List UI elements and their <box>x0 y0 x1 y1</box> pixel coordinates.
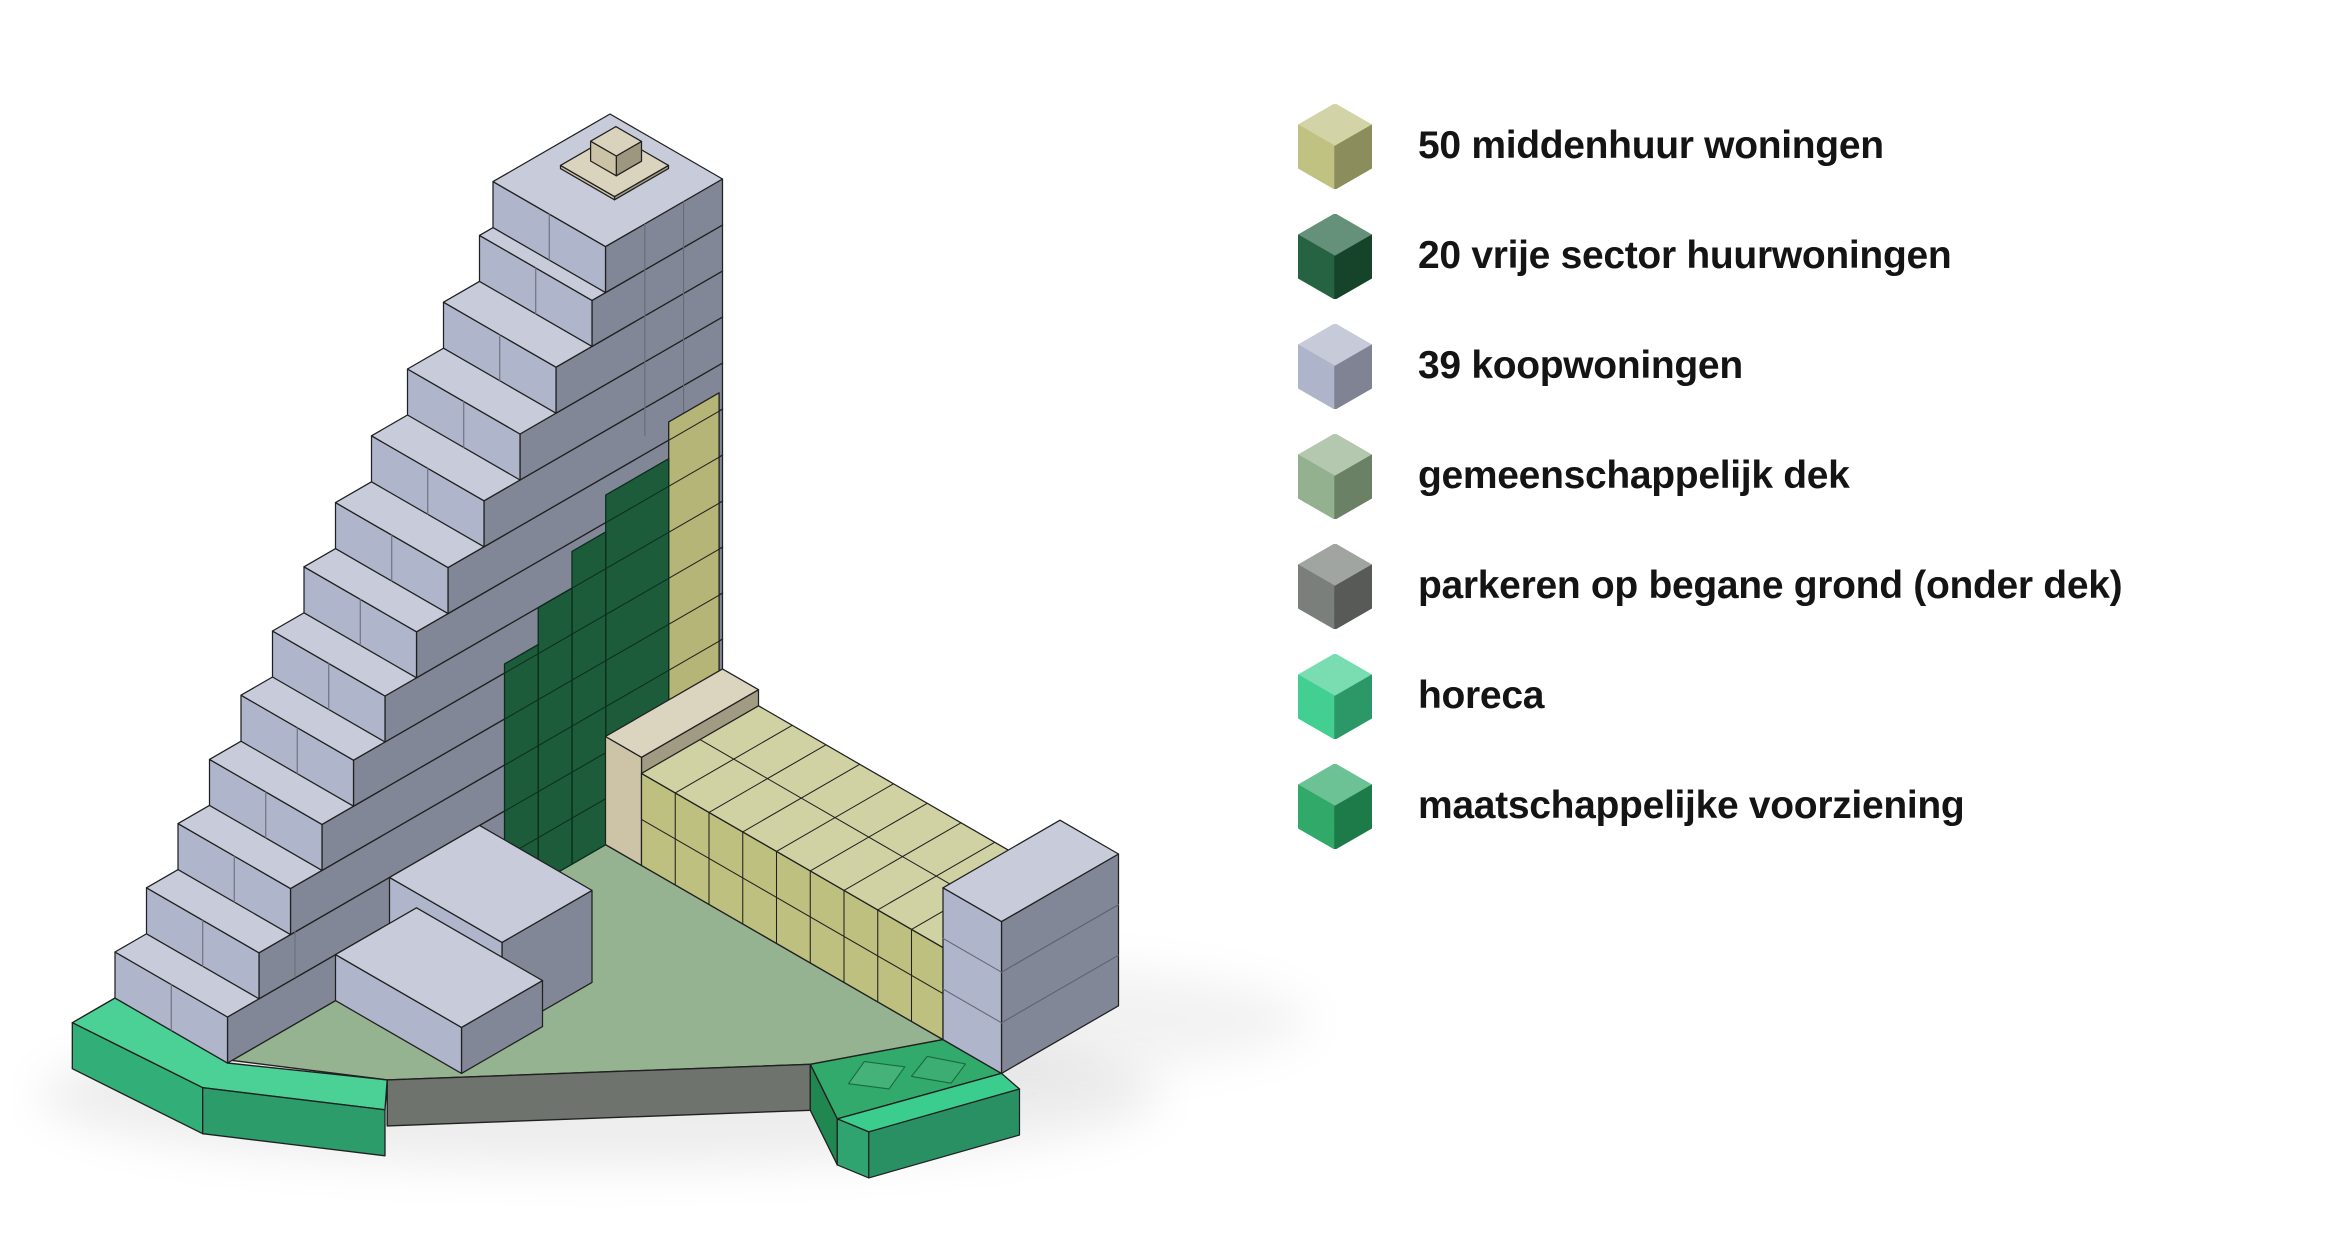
legend-color-cube-icon <box>1298 543 1372 629</box>
legend-item-maatschappelijke-voorziening: maatschappelijke voorziening <box>1298 763 2122 849</box>
legend-color-cube-icon <box>1298 103 1372 189</box>
legend-color-cube-icon <box>1298 323 1372 409</box>
legend-item-koopwoningen: 39 koopwoningen <box>1298 323 2122 409</box>
legend-item-label: gemeenschappelijk dek <box>1418 454 1850 497</box>
legend-item-gemeenschappelijk-dek: gemeenschappelijk dek <box>1298 433 2122 519</box>
legend-color-cube-icon <box>1298 433 1372 519</box>
legend: 50 middenhuur woningen 20 vrije sector h… <box>1298 103 2123 849</box>
legend-item-middenhuur: 50 middenhuur woningen <box>1298 103 2122 189</box>
legend-item-label: maatschappelijke voorziening <box>1418 784 1965 827</box>
legend-color-cube-icon <box>1298 213 1372 299</box>
koopwoningen-terraces <box>294 824 593 1075</box>
koopwoningen-wing-end <box>942 819 1120 1075</box>
legend-list: 50 middenhuur woningen 20 vrije sector h… <box>1298 103 2123 849</box>
roof-access-box <box>559 125 670 201</box>
legend-item-label: horeca <box>1418 674 1545 717</box>
legend-color-cube-icon <box>1298 653 1372 739</box>
legend-item-label: 20 vrije sector huurwoningen <box>1418 234 1952 277</box>
legend-item-label: 39 koopwoningen <box>1418 344 1743 387</box>
horeca-strip <box>71 997 388 1157</box>
legend-item-horeca: horeca <box>1298 653 2122 739</box>
legend-item-label: 50 middenhuur woningen <box>1418 124 1884 167</box>
legend-item-label: parkeren op begane grond (onder dek) <box>1418 564 2123 607</box>
legend-item-parkeren: parkeren op begane grond (onder dek) <box>1298 543 2123 629</box>
legend-item-vrije-sector: 20 vrije sector huurwoningen <box>1298 213 2122 299</box>
horeca-east-sliver <box>836 1072 1021 1179</box>
middenhuur-facade-strip <box>668 392 720 701</box>
legend-color-cube-icon <box>1298 763 1372 849</box>
